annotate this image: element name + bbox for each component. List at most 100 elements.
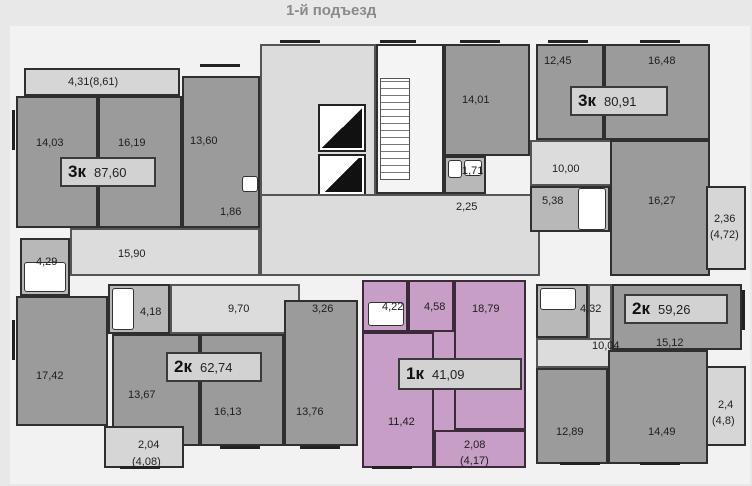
- room-area-label: 13,67: [128, 389, 156, 401]
- room-area-label: 14,49: [648, 426, 676, 438]
- stairs: [380, 78, 410, 180]
- window: [120, 466, 160, 469]
- room: [362, 332, 434, 468]
- room-area-label: 1,71: [462, 165, 484, 177]
- room-area-label: 15,12: [656, 337, 684, 349]
- rooms-count: 3к: [68, 162, 86, 181]
- room-area-label: (4,72): [710, 229, 739, 241]
- room-area-label: 12,89: [556, 426, 584, 438]
- window: [372, 466, 412, 469]
- room-area-label: 1,86: [220, 206, 242, 218]
- apartment-badge-1k[interactable]: 1к 41,09: [398, 358, 522, 390]
- apartment-area: 80,91: [603, 93, 637, 109]
- room-area-label: 4,31(8,61): [68, 76, 119, 88]
- room-area-label: 16,27: [648, 195, 676, 207]
- balcony-room: [434, 430, 526, 468]
- room: [610, 140, 710, 276]
- balcony-room: [24, 68, 180, 96]
- bathtub-icon: [368, 302, 404, 326]
- bathtub-icon: [578, 188, 606, 230]
- apartment-area: 59,26: [657, 301, 691, 317]
- balcony-room: [706, 366, 746, 446]
- apartment-area: 41,09: [431, 366, 465, 382]
- room-area-label: 2,08: [464, 439, 486, 451]
- room-area-label: (4,08): [132, 456, 161, 468]
- corridor: [260, 194, 540, 276]
- bathtub-icon: [24, 262, 66, 292]
- bathtub-icon: [540, 288, 576, 310]
- rooms-count: 1к: [406, 364, 424, 383]
- room-area-label: 4,32: [580, 303, 602, 315]
- window: [560, 462, 600, 465]
- elevator-icon: [318, 154, 366, 196]
- hallway: [70, 228, 260, 276]
- apartment-area: 62,74: [199, 359, 233, 375]
- entrance-title: 1-й подъезд: [286, 2, 377, 19]
- window: [460, 40, 500, 43]
- apartment-badge-2k-left[interactable]: 2к 62,74: [166, 352, 262, 382]
- apartment-badge-3k-left[interactable]: 3к 87,60: [60, 157, 156, 187]
- apartment-badge-3k-right[interactable]: 3к 80,91: [570, 86, 668, 116]
- room: [444, 44, 530, 156]
- room-area-label: (4,8): [712, 415, 735, 427]
- sink-icon: [242, 176, 258, 192]
- toilet-icon: [448, 160, 462, 178]
- room-area-label: 9,70: [228, 303, 250, 315]
- hallway: [536, 338, 612, 368]
- room-area-label: 2,25: [456, 201, 478, 213]
- room-area-label: 18,79: [472, 303, 500, 315]
- room-area-label: 11,42: [388, 416, 415, 428]
- window: [200, 64, 240, 67]
- room-area-label: 16,48: [648, 55, 676, 67]
- window: [300, 446, 340, 449]
- bathtub-icon: [112, 288, 134, 330]
- room-area-label: 13,76: [296, 406, 324, 418]
- hallway: [170, 284, 300, 334]
- room-area-label: 4,22: [382, 301, 404, 313]
- sink-icon: [464, 160, 482, 176]
- room-area-label: 4,18: [140, 306, 162, 318]
- room-area-label: 5,38: [542, 195, 564, 207]
- room-area-label: 14,01: [462, 94, 490, 106]
- room-area-label: 2,04: [138, 439, 160, 451]
- room: [16, 296, 108, 426]
- rooms-count: 3к: [578, 91, 596, 110]
- room-area-label: 2,36: [714, 213, 736, 225]
- rooms-count: 2к: [174, 357, 192, 376]
- window: [220, 446, 260, 449]
- window: [548, 40, 588, 43]
- room: [536, 368, 608, 464]
- room-area-label: 15,90: [118, 248, 146, 260]
- window: [640, 462, 680, 465]
- room-area-label: 2,4: [718, 399, 734, 411]
- room-area-label: 16,19: [118, 137, 146, 149]
- room: [284, 300, 358, 446]
- window: [640, 40, 680, 43]
- apartment-area: 87,60: [93, 164, 127, 180]
- hallway: [530, 140, 620, 186]
- room-area-label: 14,03: [36, 137, 64, 149]
- room-area-label: (4,17): [460, 455, 489, 467]
- room-area-label: 10,04: [592, 340, 620, 352]
- room-area-label: 17,42: [36, 370, 64, 382]
- window: [280, 40, 320, 43]
- window: [380, 40, 416, 43]
- room-area-label: 3,26: [312, 303, 334, 315]
- room: [408, 280, 454, 332]
- balcony-room: [104, 426, 184, 468]
- room-area-label: 16,13: [214, 406, 242, 418]
- rooms-count: 2к: [632, 299, 650, 318]
- window: [742, 290, 745, 330]
- room: [454, 280, 526, 430]
- room: [182, 76, 260, 228]
- room-area-label: 4,58: [424, 301, 446, 313]
- elevator-icon: [318, 104, 366, 152]
- apartment-badge-2k-right[interactable]: 2к 59,26: [624, 294, 728, 324]
- room-area-label: 13,60: [190, 135, 218, 147]
- room-area-label: 10,00: [552, 163, 580, 175]
- room-area-label: 4,29: [36, 256, 58, 268]
- window: [12, 320, 15, 360]
- window: [12, 110, 15, 150]
- balcony-room: [706, 186, 746, 270]
